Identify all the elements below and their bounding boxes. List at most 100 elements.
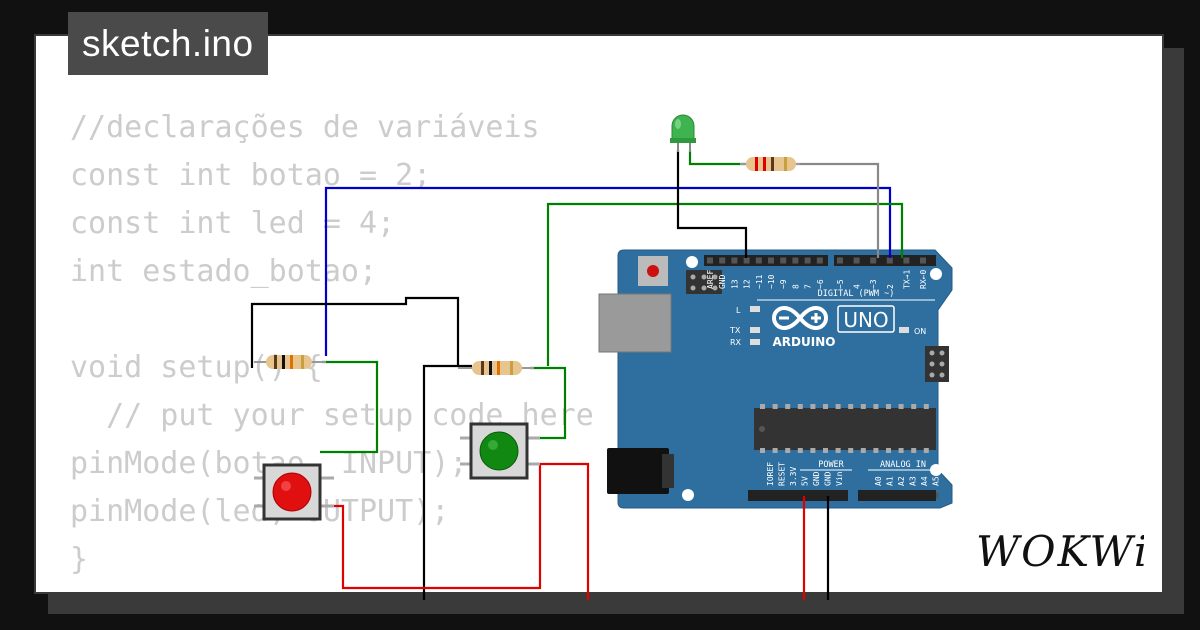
header-pin[interactable] — [780, 257, 787, 264]
power-pin-label: 5V — [801, 476, 810, 486]
chip-pin — [886, 404, 891, 409]
header-pin[interactable] — [903, 257, 910, 264]
digital-pin-label: ~10 — [767, 274, 776, 289]
chip-pin — [823, 448, 828, 453]
header-pin[interactable] — [731, 257, 738, 264]
power-pin-label: RESET — [778, 462, 787, 486]
analog-pin-label: A0 — [874, 476, 883, 486]
wire-red — [320, 462, 590, 600]
power-header — [748, 490, 848, 501]
chip-pin — [873, 448, 879, 453]
code-line: // put your setup code here — [70, 398, 594, 433]
wire-green — [320, 360, 379, 454]
chip-pin — [835, 448, 841, 453]
header-pin[interactable] — [755, 257, 762, 264]
header-pin[interactable] — [707, 257, 713, 264]
wires — [250, 150, 904, 600]
icsp-header — [686, 270, 722, 294]
analog-pin-label: A5 — [932, 476, 941, 486]
digital-pin-label: ~11 — [755, 274, 764, 289]
digital-pin-label: 8 — [791, 284, 800, 289]
chip-pin — [772, 404, 778, 409]
led-label: ON — [914, 327, 926, 336]
analog-header-label: ANALOG IN — [880, 460, 926, 470]
arduino-logo-text: ARDUINO — [773, 335, 836, 349]
led-label: L — [736, 306, 741, 315]
mount-hole — [682, 489, 694, 501]
usb-port — [598, 293, 672, 353]
chip-pin — [760, 448, 765, 453]
code-line: int estado_botao; — [70, 254, 378, 289]
mount-hole — [930, 268, 942, 280]
chip-pin — [848, 448, 854, 453]
wire-blue — [324, 186, 892, 356]
digital-pin-label: ~3 — [869, 279, 878, 289]
header-pin[interactable] — [743, 257, 750, 264]
digital-header-label: DIGITAL (PWM ~) — [818, 289, 895, 299]
board-led-on — [899, 327, 909, 333]
header-pin[interactable] — [853, 257, 860, 264]
header-pin[interactable] — [870, 257, 877, 264]
header-pin[interactable] — [886, 257, 893, 264]
resistor[interactable] — [458, 361, 534, 375]
chip-pin — [848, 404, 854, 409]
red-pushbutton[interactable] — [254, 463, 334, 521]
chip-pin — [797, 448, 803, 453]
header-pin[interactable] — [792, 257, 799, 264]
wire-gray — [796, 162, 880, 258]
analog-pin-label: A2 — [897, 476, 906, 486]
board-led-rx — [750, 339, 760, 345]
analog-header — [858, 490, 936, 501]
green-led[interactable] — [670, 114, 696, 152]
chip-pin — [810, 448, 816, 453]
digital-pin-label: TX→1 — [902, 270, 911, 289]
header-pin[interactable] — [768, 257, 774, 264]
header-pin[interactable] — [816, 257, 823, 264]
board-led-l — [750, 306, 760, 312]
chip-pin — [823, 404, 828, 409]
chip-pin — [760, 404, 765, 409]
header-pin[interactable] — [920, 257, 926, 264]
digital-pin-label: 12 — [743, 279, 752, 289]
digital-pin-label: ~5 — [836, 279, 845, 289]
chip-pin — [797, 404, 803, 409]
resistor[interactable] — [254, 355, 326, 369]
analog-pin-label: A3 — [909, 476, 918, 486]
led-label: RX — [730, 338, 742, 347]
code-line: } — [70, 542, 89, 577]
file-title-tab[interactable]: sketch.ino — [68, 12, 268, 75]
board-led-tx — [750, 327, 760, 333]
chip-pin — [860, 404, 866, 409]
header-pin[interactable] — [804, 257, 811, 264]
wire-green — [688, 150, 746, 166]
wire-black — [676, 150, 748, 258]
digital-pin-label: AREF — [706, 270, 715, 289]
power-pin-label: IOREF — [766, 462, 775, 486]
header-pin[interactable] — [719, 257, 726, 264]
chip-pin — [898, 448, 904, 453]
digital-pin-label: RX←0 — [919, 270, 928, 289]
digital-pin-label: ~6 — [816, 279, 825, 289]
wokwi-logo: WOKWi — [976, 527, 1144, 576]
digital-pin-label: GND — [718, 274, 727, 289]
file-title: sketch.ino — [82, 22, 254, 64]
wire-green — [528, 366, 567, 440]
led-label: TX — [729, 326, 741, 335]
power-pin-label: Vin — [835, 471, 844, 486]
wire-black — [250, 296, 460, 368]
digital-header — [834, 255, 936, 266]
chip-pin — [911, 404, 917, 409]
chip-pin — [860, 448, 866, 453]
chip-pin — [923, 448, 929, 453]
resistor[interactable] — [740, 157, 800, 171]
icsp-header — [925, 346, 949, 382]
code-line: //declarações de variáveis — [70, 110, 540, 145]
mount-hole — [686, 256, 698, 268]
digital-header — [704, 255, 828, 266]
header-pin[interactable] — [837, 257, 843, 264]
digital-pin-label: ~9 — [779, 279, 788, 289]
power-jack — [607, 448, 669, 494]
chip-pin — [785, 404, 791, 409]
green-pushbutton[interactable] — [460, 422, 540, 480]
